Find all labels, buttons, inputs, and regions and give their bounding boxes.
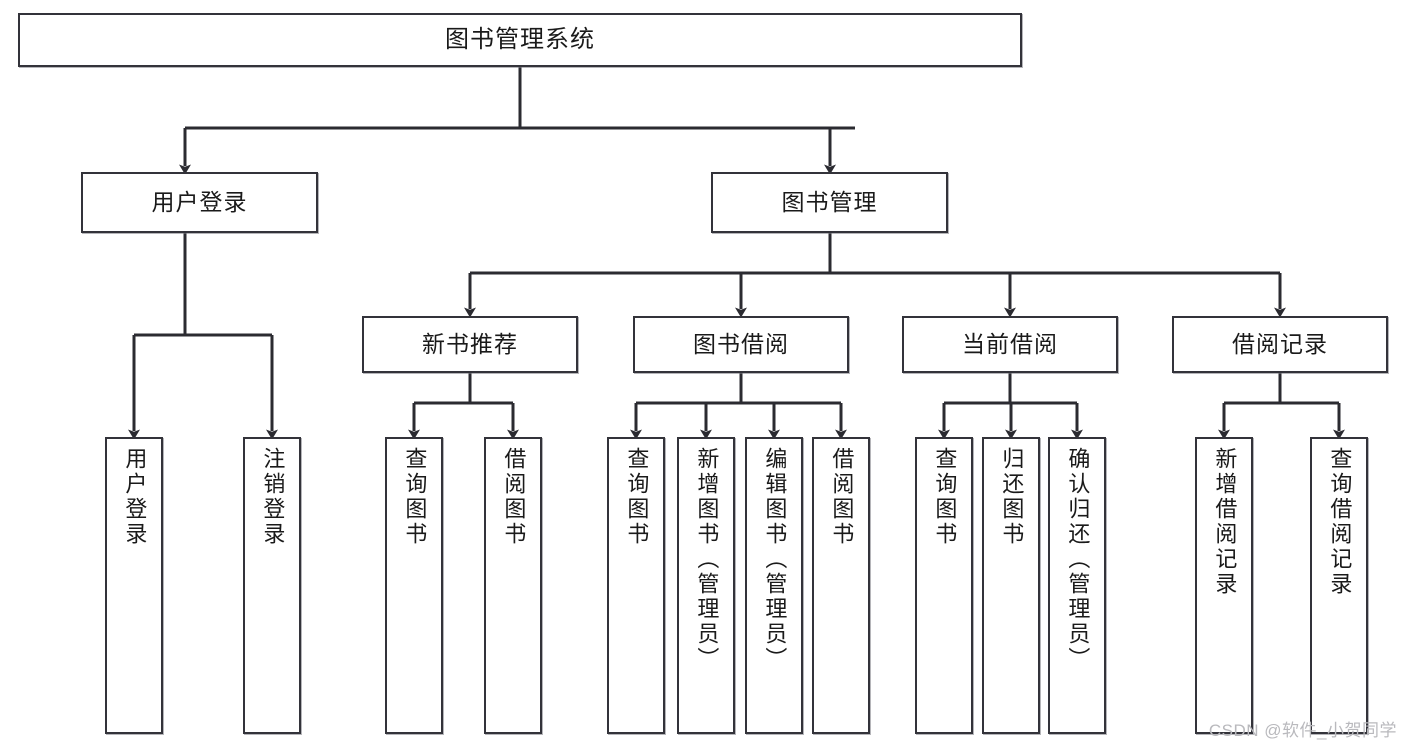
leaf-label: 编辑图书（管理员） bbox=[762, 447, 788, 672]
node-root[interactable]: 图书管理系统 bbox=[18, 13, 1022, 67]
leaf-label: 确认归还（管理员） bbox=[1065, 447, 1091, 672]
node-leaf-edit-book[interactable]: 编辑图书（管理员） bbox=[745, 437, 803, 734]
node-borrow-record[interactable]: 借阅记录 bbox=[1172, 316, 1388, 373]
node-new-book-recommend[interactable]: 新书推荐 bbox=[362, 316, 578, 373]
node-leaf-user-logout[interactable]: 注销登录 bbox=[243, 437, 301, 734]
leaf-label: 注销登录 bbox=[260, 447, 286, 547]
leaf-label: 查询图书 bbox=[402, 447, 428, 547]
leaf-label: 查询借阅记录 bbox=[1327, 447, 1353, 597]
leaf-label: 新增图书（管理员） bbox=[694, 447, 720, 672]
node-book-management[interactable]: 图书管理 bbox=[711, 172, 948, 233]
node-leaf-borrow-book-2[interactable]: 借阅图书 bbox=[812, 437, 870, 734]
node-book-borrow[interactable]: 图书借阅 bbox=[633, 316, 849, 373]
node-leaf-add-book[interactable]: 新增图书（管理员） bbox=[677, 437, 735, 734]
node-leaf-confirm-return[interactable]: 确认归还（管理员） bbox=[1048, 437, 1106, 734]
node-user-login[interactable]: 用户登录 bbox=[81, 172, 318, 233]
leaf-label: 查询图书 bbox=[624, 447, 650, 547]
node-leaf-user-login[interactable]: 用户登录 bbox=[105, 437, 163, 734]
leaf-label: 借阅图书 bbox=[829, 447, 855, 547]
leaf-label: 查询图书 bbox=[932, 447, 958, 547]
leaf-label: 归还图书 bbox=[999, 447, 1025, 547]
node-current-borrow[interactable]: 当前借阅 bbox=[902, 316, 1118, 373]
leaf-label: 用户登录 bbox=[122, 447, 148, 547]
node-leaf-add-record[interactable]: 新增借阅记录 bbox=[1195, 437, 1253, 734]
node-leaf-query-record[interactable]: 查询借阅记录 bbox=[1310, 437, 1368, 734]
node-leaf-query-book-3[interactable]: 查询图书 bbox=[915, 437, 973, 734]
node-leaf-borrow-book-1[interactable]: 借阅图书 bbox=[484, 437, 542, 734]
node-leaf-query-book-2[interactable]: 查询图书 bbox=[607, 437, 665, 734]
leaf-label: 新增借阅记录 bbox=[1212, 447, 1238, 597]
node-leaf-return-book[interactable]: 归还图书 bbox=[982, 437, 1040, 734]
node-leaf-query-book-1[interactable]: 查询图书 bbox=[385, 437, 443, 734]
leaf-label: 借阅图书 bbox=[501, 447, 527, 547]
